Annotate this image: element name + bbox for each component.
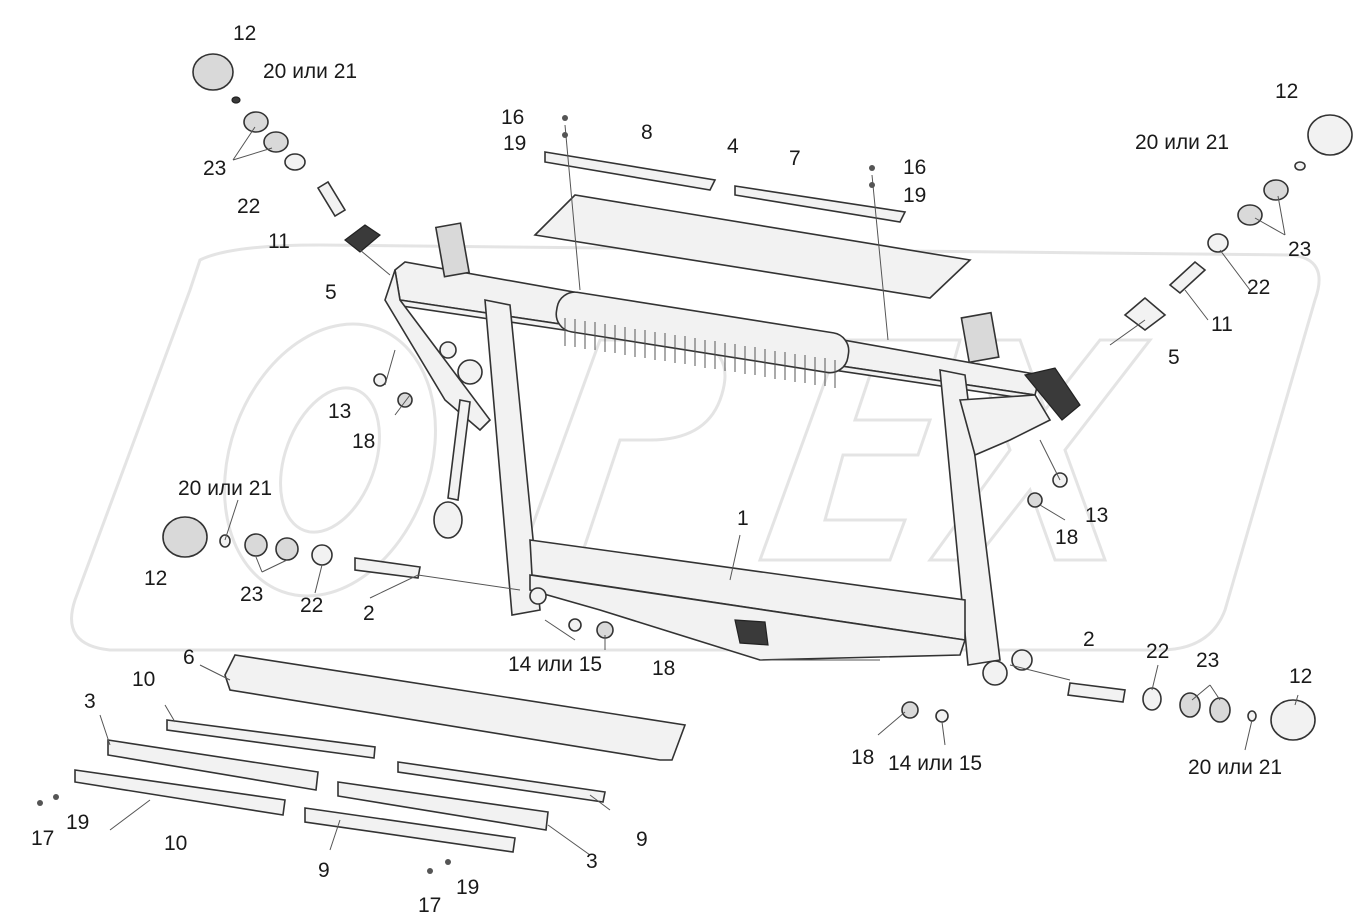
callout-12-top-right: 12 — [1275, 80, 1298, 103]
callout-11-left: 11 — [268, 230, 290, 253]
callout-12-bottom-right: 12 — [1289, 665, 1312, 688]
callout-12-top-left: 12 — [233, 22, 256, 45]
callout-8: 8 — [641, 121, 653, 144]
callout-6: 6 — [183, 646, 195, 669]
callout-10-top: 10 — [132, 668, 155, 691]
callout-12-mid-left: 12 — [144, 567, 167, 590]
callout-2-left: 2 — [363, 602, 375, 625]
callout-5-right: 5 — [1168, 346, 1180, 369]
callout-20-21-top-right: 20 или 21 — [1135, 131, 1229, 154]
callout-22-mid-left: 22 — [300, 594, 323, 617]
callout-16-top: 16 — [501, 106, 524, 129]
callout-3-left: 3 — [84, 690, 96, 713]
callout-20-21-top-left: 20 или 21 — [263, 60, 357, 83]
callout-17-left: 17 — [31, 827, 54, 850]
callout-18-center: 18 — [652, 657, 675, 680]
callout-20-21-mid-left: 20 или 21 — [178, 477, 272, 500]
spring-coils — [564, 318, 836, 388]
callout-22-top-right: 22 — [1247, 276, 1270, 299]
callout-13-left: 13 — [328, 400, 351, 423]
callout-18-bottom-right: 18 — [851, 746, 874, 769]
callout-23-top-right: 23 — [1288, 238, 1311, 261]
callout-23-bottom-right: 23 — [1196, 649, 1219, 672]
callout-14-15-center: 14 или 15 — [508, 653, 602, 676]
callout-9-bottom: 9 — [318, 859, 330, 882]
callout-3-bottom: 3 — [586, 850, 598, 873]
callout-23-top-left: 23 — [203, 157, 226, 180]
callout-4: 4 — [727, 135, 739, 158]
small-fasteners — [37, 115, 1068, 874]
left-mid-shaft-assembly — [162, 516, 421, 579]
callout-2-right: 2 — [1083, 628, 1095, 651]
callout-19-top-right: 19 — [903, 184, 926, 207]
main-frame — [384, 222, 1081, 686]
callout-19-top: 19 — [503, 132, 526, 155]
callout-18-right: 18 — [1055, 526, 1078, 549]
callout-13-right: 13 — [1085, 504, 1108, 527]
callout-18-left: 18 — [352, 430, 375, 453]
callout-16-top-right: 16 — [903, 156, 926, 179]
callout-9-right: 9 — [636, 828, 648, 851]
callout-20-21-bottom-right: 20 или 21 — [1188, 756, 1282, 779]
callout-11-right: 11 — [1211, 313, 1233, 336]
callout-10-bottom: 10 — [164, 832, 187, 855]
leader-lines — [99, 124, 1299, 856]
callout-14-15-bottom-right: 14 или 15 — [888, 752, 982, 775]
callout-19-bottom-left: 19 — [66, 811, 89, 834]
callout-22-bottom-right: 22 — [1146, 640, 1169, 663]
top-shield-plates — [533, 151, 972, 299]
callout-17-bottom: 17 — [418, 894, 441, 917]
callout-19-bottom: 19 — [456, 876, 479, 899]
callout-1: 1 — [737, 507, 749, 530]
callout-7: 7 — [789, 147, 801, 170]
left-top-shaft-assembly — [192, 53, 381, 253]
right-bottom-shaft-assembly — [1067, 682, 1316, 741]
callout-labels: 12 20 или 21 23 22 11 5 16 19 8 4 7 16 1… — [31, 22, 1312, 917]
callout-22-top-left: 22 — [237, 195, 260, 218]
watermark-logo — [70, 243, 1321, 652]
bottom-strips — [74, 654, 687, 853]
callout-5-left: 5 — [325, 281, 337, 304]
callout-23-mid-left: 23 — [240, 583, 263, 606]
